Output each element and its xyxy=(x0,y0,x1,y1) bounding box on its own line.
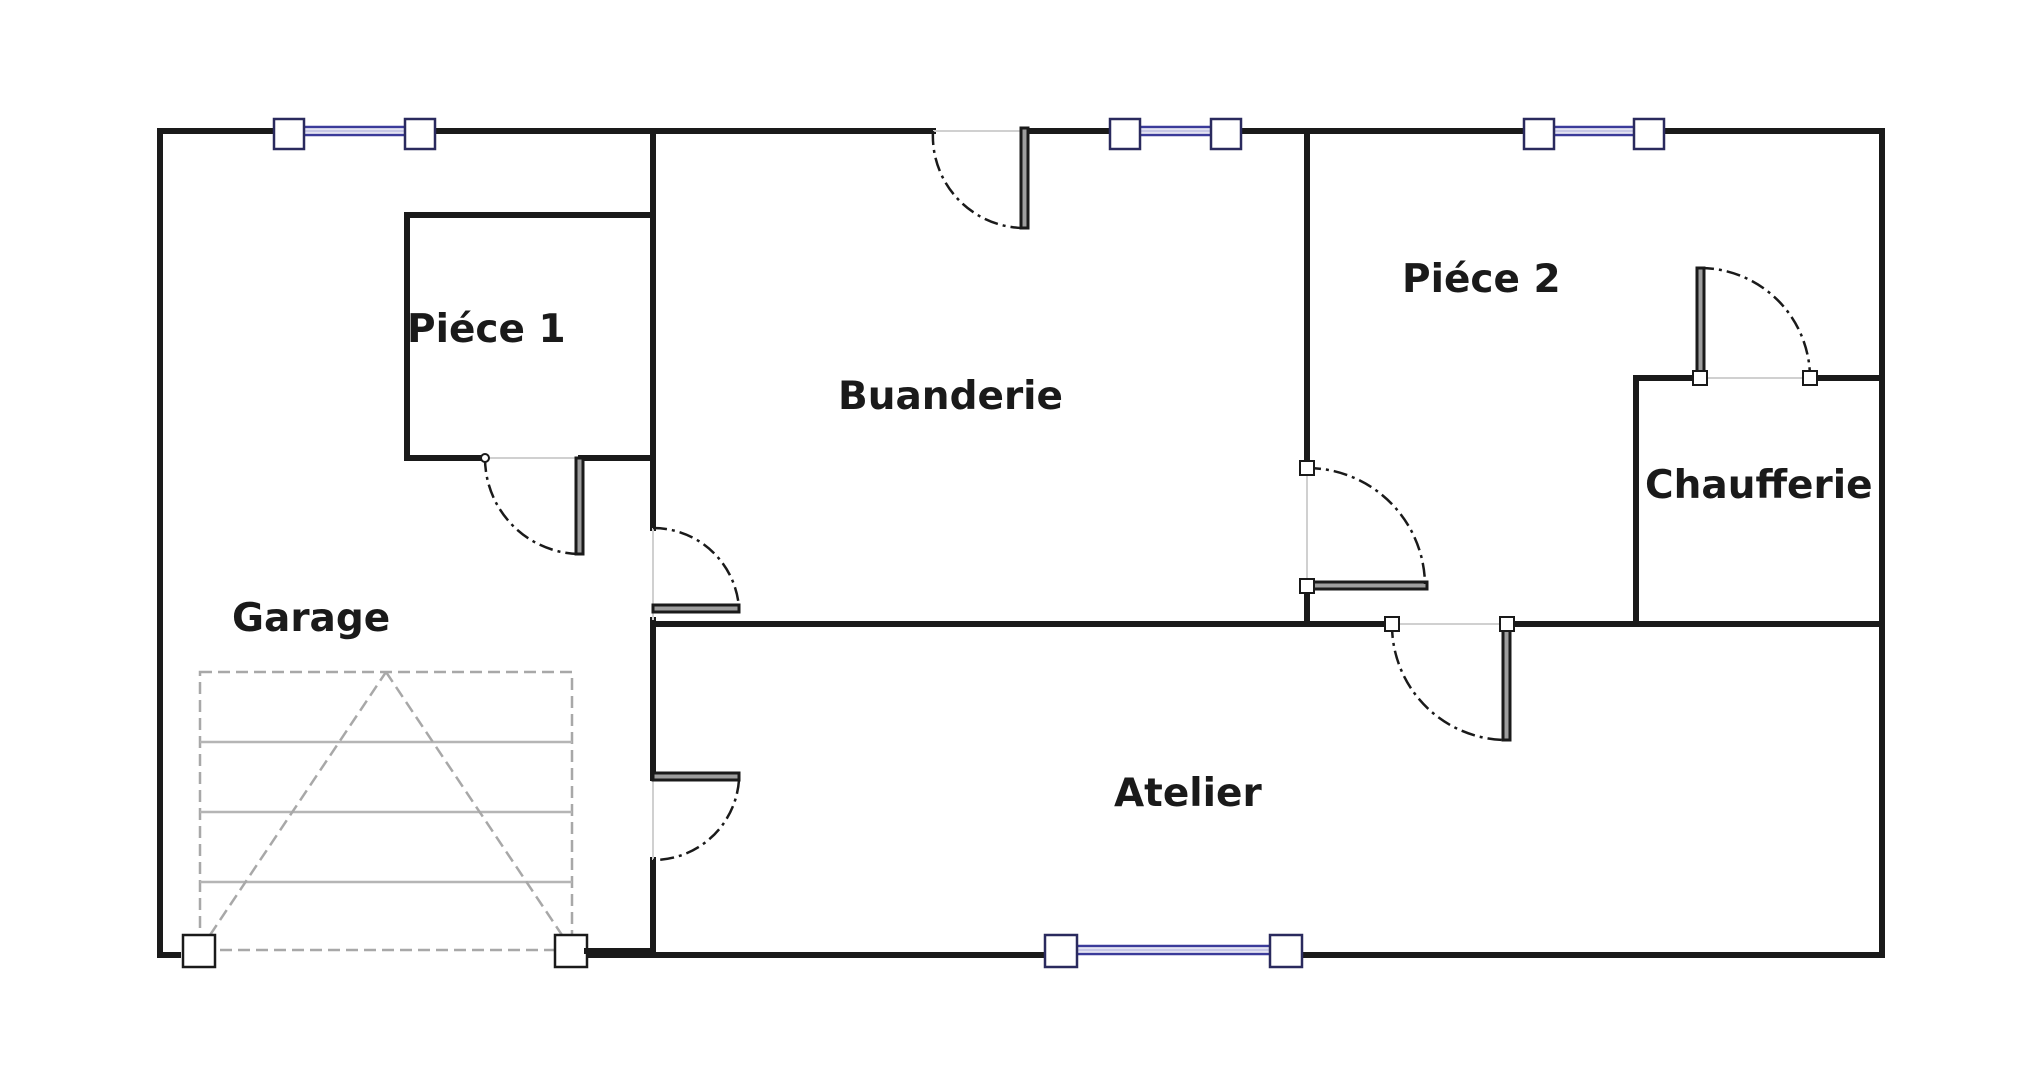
interior-walls xyxy=(404,128,1885,958)
window-bottom-atelier xyxy=(1043,933,1304,969)
windows xyxy=(272,117,1666,969)
door-chaufferie xyxy=(1692,266,1818,386)
window-top-piece2 xyxy=(1522,117,1666,151)
garage-door-post xyxy=(181,933,217,969)
garage-door-outline xyxy=(198,670,574,952)
room-label-piece2: Piéce 2 xyxy=(1402,257,1561,302)
doors xyxy=(480,126,1818,862)
window-post xyxy=(1209,117,1243,151)
window-top-garage xyxy=(272,117,437,151)
window-post xyxy=(1268,933,1304,969)
room-label-atelier: Atelier xyxy=(1114,771,1262,816)
outer-walls xyxy=(157,128,1885,958)
room-label-chaufferie: Chaufferie xyxy=(1645,463,1873,508)
door-piece1 xyxy=(480,453,585,556)
garage-door-diagonal xyxy=(384,671,574,951)
door-piece2-atelier xyxy=(1384,616,1515,742)
door-garage-atelier xyxy=(651,771,741,862)
garage-door-post xyxy=(553,933,589,969)
window-top-buanderie xyxy=(1108,117,1243,151)
door-garage-buanderie xyxy=(651,526,741,620)
window-post xyxy=(1043,933,1079,969)
window-post xyxy=(1108,117,1142,151)
door-buanderie-exterior xyxy=(931,126,1030,230)
window-post xyxy=(1632,117,1666,151)
garage-door-diagonal xyxy=(198,671,388,951)
window-post xyxy=(1522,117,1556,151)
window-post xyxy=(403,117,437,151)
room-label-buanderie: Buanderie xyxy=(838,374,1063,419)
room-label-garage: Garage xyxy=(232,596,390,641)
room-label-piece1: Piéce 1 xyxy=(407,307,566,352)
door-buanderie-piece2 xyxy=(1299,460,1429,594)
room-labels: Piéce 1 Buanderie Piéce 2 Chaufferie Gar… xyxy=(232,257,1873,816)
window-post xyxy=(272,117,306,151)
garage-door-posts xyxy=(181,933,656,969)
